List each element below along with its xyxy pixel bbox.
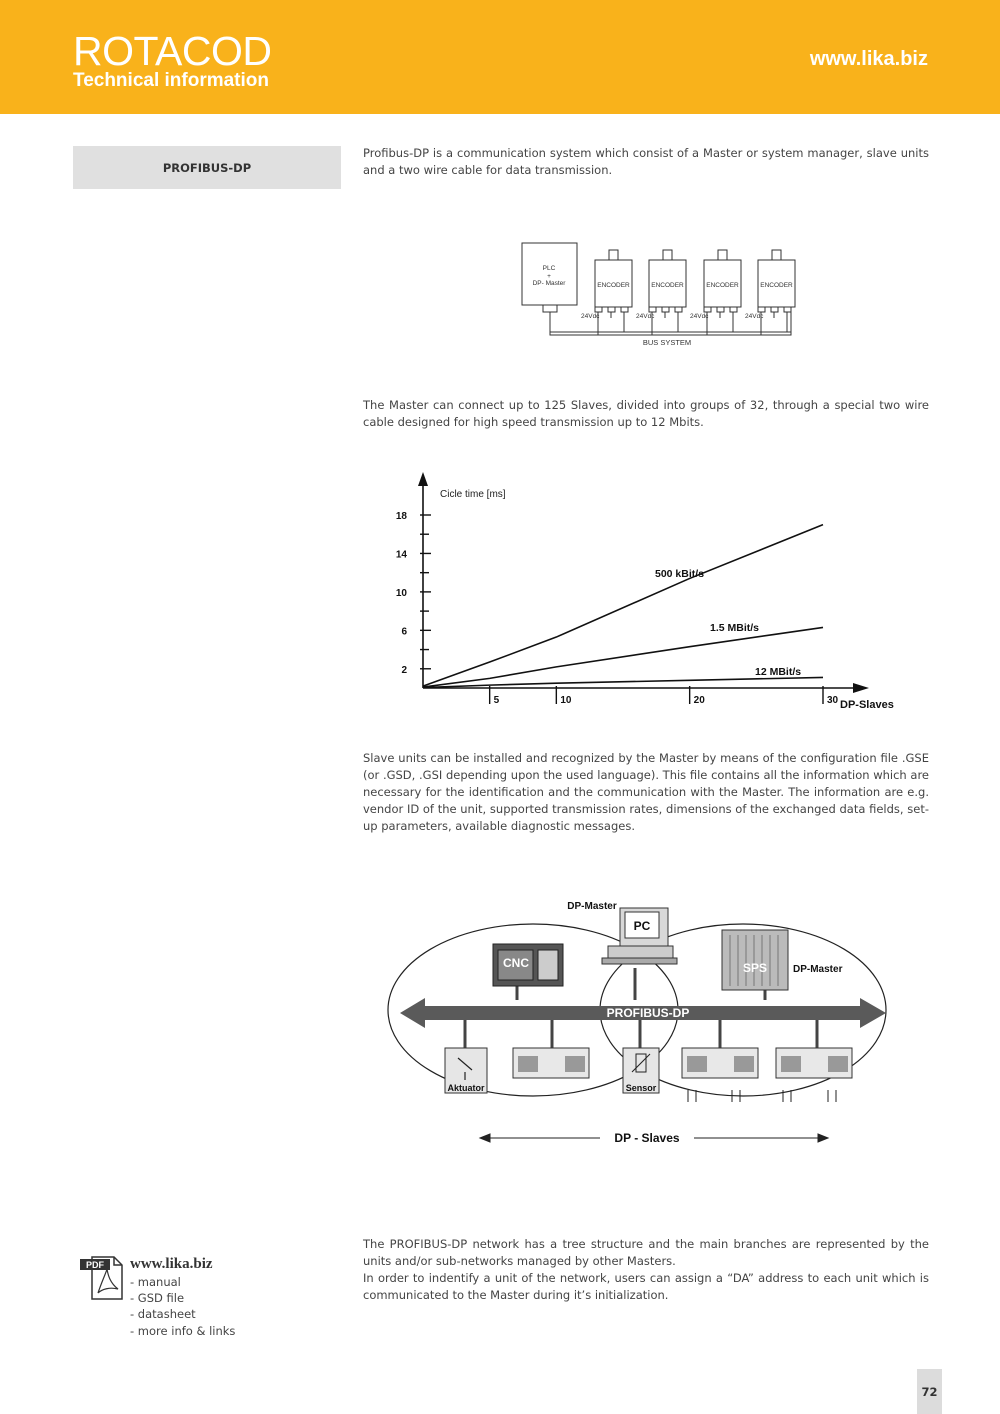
bus-label: PROFIBUS-DP <box>607 1006 690 1020</box>
cycle-time-chart: 2 6 10 14 18 5 10 20 30 500 kBit/s 1.5 MBit/s 12 … <box>396 472 894 711</box>
series-line-1 <box>422 523 824 687</box>
link-more-info[interactable]: - more info & links <box>130 1323 236 1338</box>
header-subtitle: Technical information <box>73 70 270 91</box>
profibus-bus-arrow <box>400 998 886 1028</box>
pdf-file-icon[interactable]: PDF <box>80 1255 124 1301</box>
sps-device: SPS <box>721 929 789 991</box>
series-lines: 500 kBit/s 1.5 MBit/s 12 MBit/s <box>422 523 824 689</box>
y-axis-arrow <box>418 472 428 486</box>
sensor-label: Sensor <box>626 1083 657 1093</box>
y-axis-label: Cicle time [ms] <box>440 489 506 500</box>
y-tick-label: 10 <box>396 588 408 599</box>
plc-plus: + <box>547 273 551 280</box>
x-axis-arrow <box>853 683 869 693</box>
da-address-text: In order to indentify a unit of the netw… <box>363 1271 929 1302</box>
series-label-2: 1.5 MBit/s <box>710 622 759 634</box>
link-manual[interactable]: - manual <box>130 1275 181 1289</box>
encoder-label: ENCODER <box>651 282 684 289</box>
encoder-label: ENCODER <box>597 282 630 289</box>
link-datasheet[interactable]: - datasheet <box>130 1307 196 1322</box>
encoder-unit-2 <box>648 249 687 313</box>
dp-master-label-right: DP-Master <box>793 964 843 975</box>
x-axis-label: DP-Slaves <box>840 699 894 711</box>
plc-connector <box>542 304 558 313</box>
plc-label: PLC <box>543 265 556 272</box>
bus-system-label: BUS SYSTEM <box>643 338 691 347</box>
series-label-3: 12 MBit/s <box>755 666 801 678</box>
section-label: PROFIBUS-DP <box>73 146 341 189</box>
encoder-unit-4 <box>757 249 796 313</box>
section-label-text: PROFIBUS-DP <box>162 160 252 175</box>
header-bar: ROTACOD Technical information www.lika.b… <box>0 0 1000 114</box>
y-tick-label: 18 <box>396 511 408 522</box>
chart-axes <box>418 472 869 693</box>
encoder-unit-1 <box>594 249 633 313</box>
page-number-text: 72 <box>921 1384 938 1399</box>
sensor-device: Sensor <box>622 1047 660 1094</box>
bus-system-diagram: PLC + DP- Master ENCODER ENCODER ENCODER… <box>521 242 796 347</box>
x-tick-label: 20 <box>694 695 706 706</box>
x-tick-label: 5 <box>494 695 500 706</box>
supply-label: 24Vdc <box>636 313 655 320</box>
supply-label: 24Vdc <box>745 313 764 320</box>
website-link[interactable]: www.lika.biz <box>809 48 928 70</box>
cnc-label: CNC <box>503 956 529 970</box>
master-paragraph: The Master can connect up to 125 Slaves,… <box>363 398 929 429</box>
sps-label: SPS <box>743 961 767 975</box>
supply-label: 24Vdc <box>690 313 709 320</box>
series-label-1: 500 kBit/s <box>655 568 704 580</box>
supply-label: 24Vdc <box>581 313 600 320</box>
slave-module-1 <box>512 1047 590 1079</box>
tree-structure-text: The PROFIBUS-DP network has a tree struc… <box>363 1237 929 1268</box>
y-ticks: 2 6 10 14 18 <box>396 511 431 676</box>
slave-module-3 <box>775 1047 853 1079</box>
cnc-device: CNC <box>492 943 564 987</box>
x-tick-label: 10 <box>560 695 572 706</box>
links-title[interactable]: www.lika.biz <box>130 1256 213 1272</box>
pc-label: PC <box>634 919 651 933</box>
brand-title: ROTACOD <box>73 28 272 74</box>
pdf-badge: PDF <box>86 1260 105 1270</box>
y-tick-label: 14 <box>396 549 408 560</box>
link-gsd-file[interactable]: - GSD file <box>130 1291 185 1306</box>
x-tick-label: 30 <box>827 695 839 706</box>
y-tick-label: 6 <box>401 626 407 637</box>
y-tick-label: 2 <box>401 665 407 676</box>
dp-master-label: DP- Master <box>533 280 567 287</box>
encoder-label: ENCODER <box>706 282 739 289</box>
page-number: 72 <box>917 1369 942 1414</box>
tree-structure-paragraph: The PROFIBUS-DP network has a tree struc… <box>363 1236 929 1304</box>
slave-module-2 <box>681 1047 759 1079</box>
dp-slaves-label: DP - Slaves <box>614 1131 679 1145</box>
profibus-network-diagram: PROFIBUS-DP CNC PC DP-Master SPS DP-Mast… <box>387 901 887 1145</box>
encoder-unit-3 <box>703 249 742 313</box>
gse-paragraph: Slave units can be installed and recogni… <box>363 751 929 833</box>
pc-device: PC <box>601 907 678 965</box>
encoder-label: ENCODER <box>760 282 793 289</box>
resource-links: www.lika.biz - manual - GSD file - datas… <box>130 1254 235 1339</box>
intro-paragraph: Profibus-DP is a communication system wh… <box>363 146 929 177</box>
series-line-3 <box>422 676 824 689</box>
bus-line <box>549 312 792 336</box>
actuator-device: Aktuator <box>444 1047 488 1094</box>
dp-master-label-top: DP-Master <box>567 901 617 912</box>
actuator-label: Aktuator <box>447 1083 484 1093</box>
series-line-2 <box>422 626 824 688</box>
x-ticks: 5 10 20 30 <box>488 686 839 706</box>
